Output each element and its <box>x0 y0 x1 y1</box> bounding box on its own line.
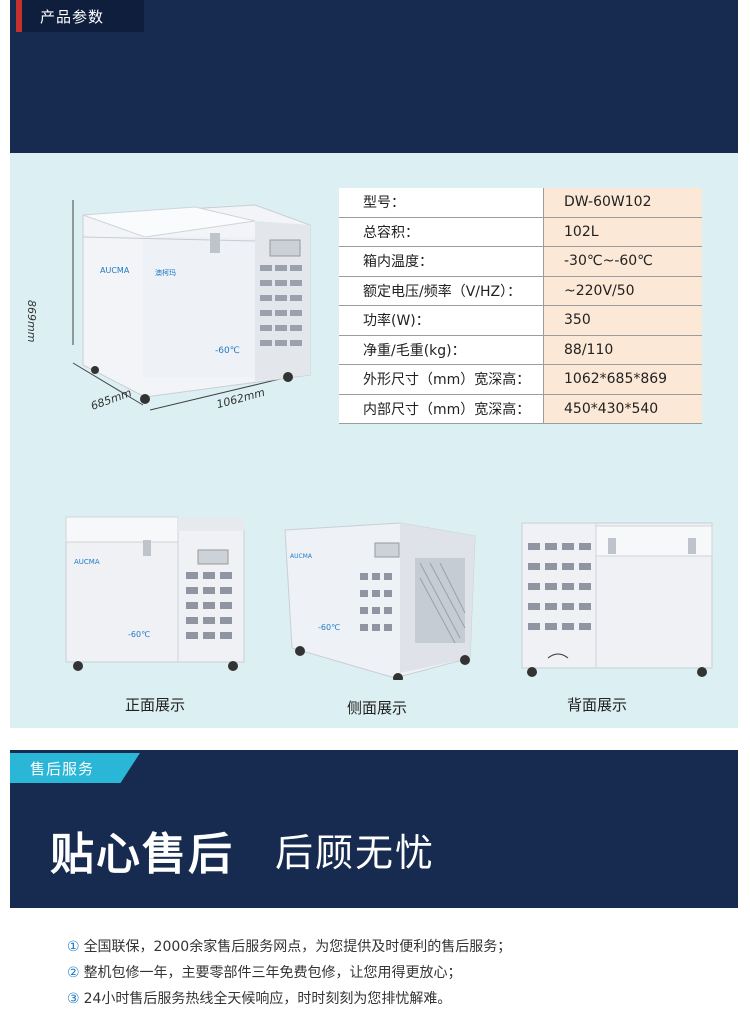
spec-row: 内部尺寸（mm）宽深高：450*430*540 <box>339 394 702 424</box>
freezer-main-image: AUCMA 澳柯玛 -60℃ <box>72 200 311 411</box>
spec-label: 内部尺寸（mm）宽深高： <box>339 394 544 424</box>
service-banner <box>10 750 738 908</box>
spec-row: 型号：DW-60W102 <box>339 188 702 218</box>
freezer-side-image: AUCMA -60℃ <box>284 522 476 680</box>
spec-value: ~220V/50 <box>543 276 702 306</box>
spec-row: 外形尺寸（mm）宽深高：1062*685*869 <box>339 364 702 395</box>
spec-table: 型号：DW-60W102 总容积：102L 箱内温度：-30℃~-60℃ 额定电… <box>339 188 702 424</box>
spec-label: 功率(W)： <box>339 305 544 336</box>
spec-label: 净重/毛重(kg)： <box>339 335 544 365</box>
note-text: 整机包修一年，主要零部件三年免费包修，让您用得更放心； <box>83 965 462 981</box>
service-title: 贴心售后 <box>50 829 234 880</box>
service-subtitle: 后顾无忧 <box>275 831 436 875</box>
spec-row: 总容积：102L <box>339 217 702 247</box>
brand-logo-cn: 澳柯玛 <box>155 268 176 277</box>
freezer-front-image: AUCMA -60℃ <box>65 516 245 671</box>
spec-value: -30℃~-60℃ <box>543 246 702 277</box>
brand-logo: AUCMA <box>100 266 130 275</box>
spec-value: 102L <box>543 217 702 247</box>
svg-text:AUCMA: AUCMA <box>74 558 100 566</box>
svg-text:-60℃: -60℃ <box>128 630 150 639</box>
spec-row: 净重/毛重(kg)：88/110 <box>339 335 702 365</box>
front-view-label: 正面展示 <box>125 696 186 714</box>
note-text: 24小时售后服务热线全天候响应，时时刻刻为您排忧解难。 <box>83 991 452 1007</box>
spec-value: 450*430*540 <box>543 394 702 424</box>
spec-value: 1062*685*869 <box>543 364 702 395</box>
spec-row: 箱内温度：-30℃~-60℃ <box>339 246 702 277</box>
spec-row: 额定电压/频率（V/HZ）：~220V/50 <box>339 276 702 306</box>
note-text: 全国联保，2000余家售后服务网点，为您提供及时便利的售后服务； <box>83 939 512 955</box>
product-params-tab <box>16 0 144 32</box>
service-tab <box>10 753 140 783</box>
spec-label: 额定电压/频率（V/HZ）： <box>339 276 544 306</box>
note-number: ③ <box>67 991 80 1007</box>
temp-display-label: -60℃ <box>215 346 240 356</box>
spec-label: 总容积： <box>339 217 544 247</box>
spec-label: 外形尺寸（mm）宽深高： <box>339 364 544 395</box>
note-number: ① <box>67 939 80 955</box>
spec-row: 功率(W)：350 <box>339 305 702 336</box>
spec-value: DW-60W102 <box>543 188 702 218</box>
svg-text:AUCMA: AUCMA <box>290 553 313 560</box>
height-dimension-label: 869mm <box>25 300 38 343</box>
freezer-back-image <box>521 522 713 677</box>
svg-text:-60℃: -60℃ <box>318 623 340 632</box>
side-view-label: 侧面展示 <box>347 699 408 717</box>
spec-value: 88/110 <box>543 335 702 365</box>
spec-value: 350 <box>543 305 702 336</box>
product-params-tab-label: 产品参数 <box>40 8 105 26</box>
back-view-label: 背面展示 <box>567 696 628 714</box>
tab-accent <box>16 0 22 32</box>
note-number: ② <box>67 965 80 981</box>
service-tab-label: 售后服务 <box>30 760 95 778</box>
spec-label: 箱内温度： <box>339 246 544 277</box>
spec-label: 型号： <box>339 188 544 218</box>
